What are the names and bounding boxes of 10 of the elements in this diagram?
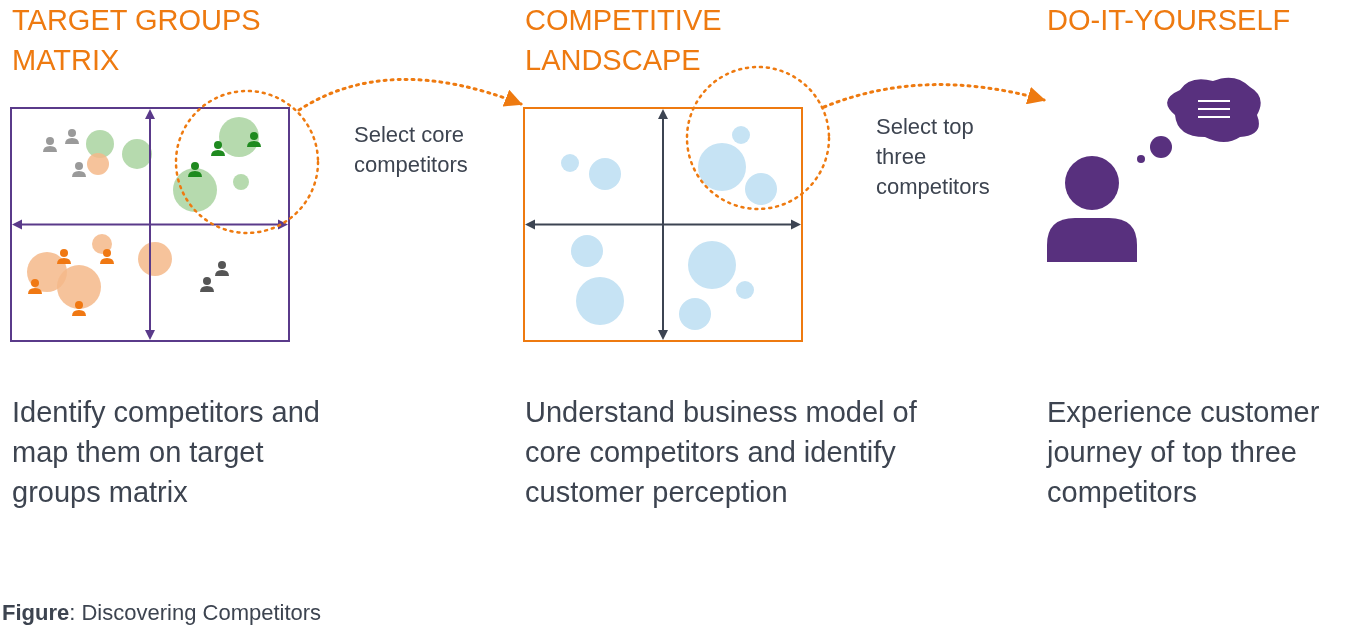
dotted-circle (174, 89, 320, 235)
description-text: Experience customer journey of top three competitors (1047, 395, 1321, 510)
section-heading: COMPETITIVE LANDSCAPE (525, 3, 723, 78)
figure-caption: Figure: Discovering Competitors (2, 599, 322, 627)
section-heading: DO-IT-YOURSELF (1047, 3, 1291, 38)
dotted-arrow (297, 78, 523, 112)
description-text: Understand business model of core competitors and identify customer perception (525, 395, 918, 510)
dotted-arrow (822, 83, 1046, 109)
section-heading: TARGET GROUPS MATRIX (12, 3, 262, 78)
description-text: Identify competitors and map them on target groups matrix (12, 395, 321, 510)
